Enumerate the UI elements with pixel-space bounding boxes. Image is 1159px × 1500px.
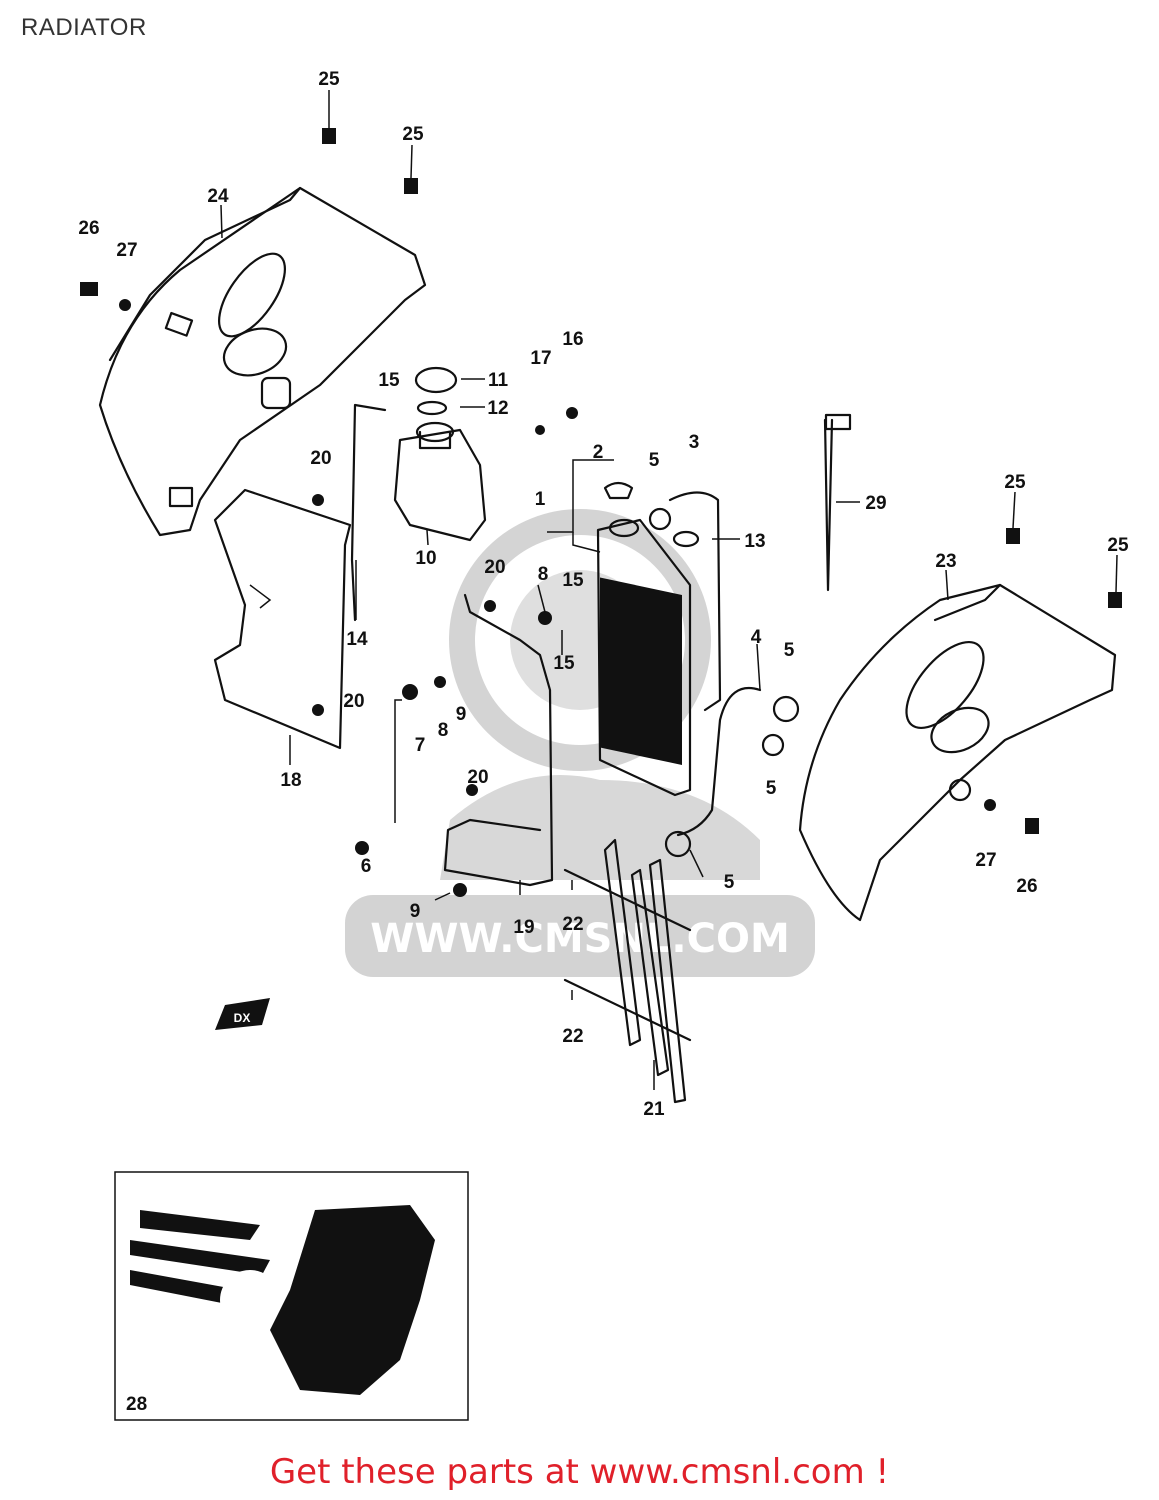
callout-25: 25	[318, 69, 340, 90]
leader-lines	[220, 90, 1118, 1090]
callout-18: 18	[280, 770, 301, 791]
callout-8: 8	[538, 564, 549, 585]
bracket-plate-left	[213, 488, 352, 750]
shroud-left	[98, 186, 427, 537]
callout-20: 20	[467, 767, 488, 788]
graphics-inset: 28	[114, 1171, 469, 1421]
callout-13: 13	[744, 531, 765, 552]
bolt-icon	[538, 611, 552, 625]
page-title: RADIATOR	[21, 14, 147, 41]
callout-14: 14	[346, 629, 368, 650]
tie-strap-head	[824, 413, 852, 431]
bolt-icon	[466, 784, 478, 796]
bolt-icon	[453, 883, 467, 897]
bolt-icon	[535, 425, 545, 435]
bolt-icon	[312, 704, 324, 716]
stud-bolt	[563, 978, 692, 1042]
callout-labels: 1 2 3 4 5 5 5 5 6 7 8 8 9 9 10 11 12 13 …	[78, 69, 1129, 1120]
washer-icon	[984, 799, 996, 811]
hose-clamp	[761, 733, 785, 757]
callout-25: 25	[402, 124, 424, 145]
callout-27: 27	[975, 850, 996, 871]
footer-link[interactable]: Get these parts at www.cmsnl.com !	[269, 1452, 890, 1492]
callout-25: 25	[1107, 535, 1129, 556]
bolt-icon	[404, 178, 418, 194]
callout-26: 26	[1016, 876, 1037, 897]
callout-5: 5	[784, 640, 795, 661]
bolt-icon	[80, 282, 98, 296]
callout-9: 9	[456, 704, 467, 725]
watermark-text: WWW.CMSNL.COM	[370, 916, 790, 962]
washer-icon	[119, 299, 131, 311]
bolt-icon	[1025, 818, 1039, 834]
callout-8: 8	[438, 720, 449, 741]
callout-17: 17	[530, 348, 551, 369]
shroud-right	[798, 583, 1117, 922]
callout-10: 10	[415, 548, 436, 569]
callout-12: 12	[487, 398, 508, 419]
callout-21: 21	[643, 1099, 665, 1120]
callout-9: 9	[410, 901, 421, 922]
callout-6: 6	[361, 856, 372, 877]
radiator-core	[596, 518, 692, 797]
stud-bolt	[563, 868, 692, 932]
bolt-icon	[566, 407, 578, 419]
callout-15: 15	[378, 370, 400, 391]
callout-3: 3	[689, 432, 700, 453]
hose-clamp	[648, 507, 672, 531]
hose-clamp-13	[672, 530, 700, 548]
callout-5: 5	[649, 450, 660, 471]
callout-26: 26	[78, 218, 99, 239]
callout-25: 25	[1004, 472, 1026, 493]
bolt-icon	[355, 841, 369, 855]
callout-2: 2	[593, 442, 604, 463]
bolt-icon	[1006, 528, 1020, 544]
decal: DX	[215, 998, 270, 1030]
callout-20: 20	[484, 557, 505, 578]
callout-27: 27	[116, 240, 137, 261]
callout-7: 7	[415, 735, 426, 756]
reservoir-tank	[393, 421, 487, 542]
lower-hose	[676, 686, 762, 837]
bolt-icon	[1108, 592, 1122, 608]
callout-19: 19	[513, 917, 534, 938]
tie-strap	[823, 418, 834, 592]
callout-20: 20	[343, 691, 364, 712]
cap-seal	[416, 400, 448, 416]
callout-11: 11	[488, 370, 509, 391]
callout-5: 5	[766, 778, 777, 799]
upper-hose	[668, 491, 722, 712]
reservoir-cap	[414, 366, 458, 394]
bolt-icon	[402, 684, 418, 700]
callout-24: 24	[207, 186, 229, 207]
callout-29: 29	[865, 493, 886, 514]
callout-20: 20	[310, 448, 331, 469]
callout-22: 22	[562, 914, 583, 935]
callout-4: 4	[751, 627, 762, 648]
callout-15: 15	[562, 570, 584, 591]
bracket-frame-right	[443, 593, 554, 887]
decal-text: DX	[234, 1011, 251, 1025]
bolt-icon	[434, 676, 446, 688]
bolt-icon	[484, 600, 496, 612]
callout-15: 15	[553, 653, 575, 674]
callout-23: 23	[935, 551, 956, 572]
radiator-cap	[603, 481, 634, 500]
overflow-hose	[350, 403, 387, 622]
hose-clamp	[772, 695, 800, 723]
hose-clamp	[664, 830, 692, 858]
side-straps	[603, 838, 687, 1104]
bolt-icon	[322, 128, 336, 144]
callout-1: 1	[535, 489, 546, 510]
callout-16: 16	[562, 329, 583, 350]
bolt-icon	[312, 494, 324, 506]
callout-5: 5	[724, 872, 735, 893]
inset-label: 28	[126, 1394, 147, 1415]
callout-22: 22	[562, 1026, 583, 1047]
